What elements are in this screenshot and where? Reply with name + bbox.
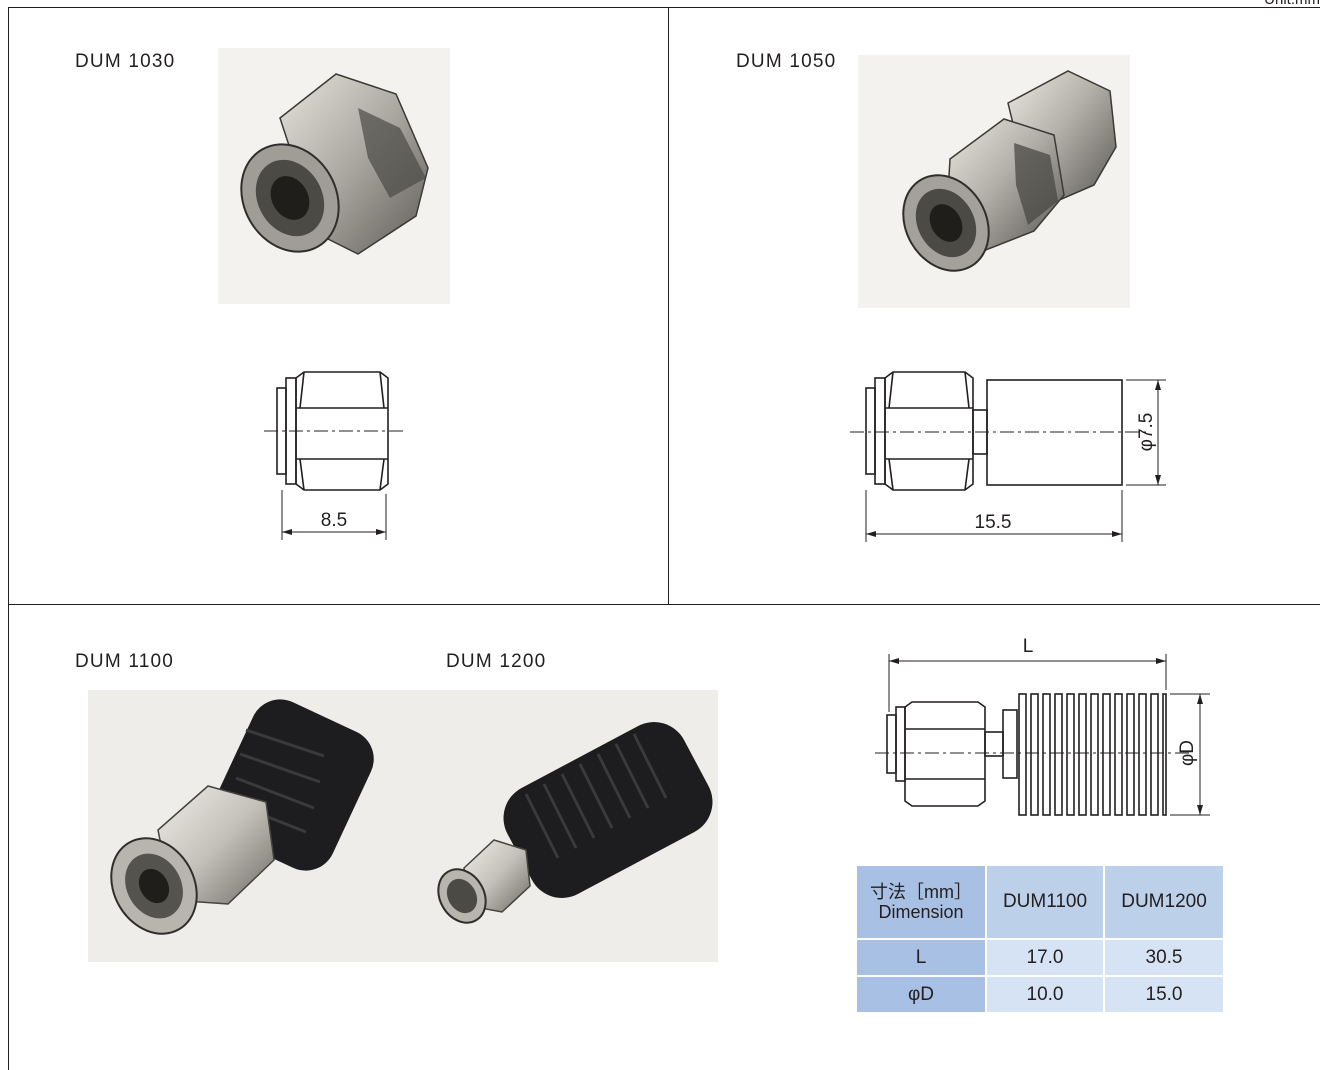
cell-dum1200-length: 30.5: [1103, 938, 1225, 977]
dum1050-photo: [858, 55, 1130, 308]
dum1030-length-dim: 8.5: [321, 510, 347, 531]
length-symbol: L: [1023, 636, 1034, 657]
dum1050-diameter-dim: φ7.5: [1136, 413, 1157, 452]
dum1200-photo: [408, 690, 718, 962]
unit-label: Unit:mm: [1264, 0, 1320, 8]
row-label-diameter: φD: [855, 975, 987, 1014]
cell-dum1100-diameter: 10.0: [984, 975, 1106, 1014]
dum1030-photo: [218, 48, 450, 304]
dimension-table-header-row: 寸法［mm］ Dimension DUM1100 DUM1200: [855, 864, 1225, 940]
dimension-header-jp: 寸法［mm］: [870, 882, 972, 902]
row-label-length: L: [855, 938, 987, 977]
finned-drawing: L φD: [875, 636, 1210, 816]
column-header-dum1200: DUM1200: [1103, 864, 1225, 940]
frame-left-border: [8, 7, 9, 1070]
dimension-header-cell: 寸法［mm］ Dimension: [855, 864, 987, 940]
dimension-table: 寸法［mm］ Dimension DUM1100 DUM1200 L 17.0 …: [855, 864, 1225, 1014]
dimension-header-en: Dimension: [878, 902, 964, 922]
diameter-symbol: φD: [1177, 740, 1198, 766]
dum1200-label: DUM 1200: [446, 651, 547, 672]
frame-middle-divider: [8, 604, 1320, 605]
cell-dum1200-diameter: 15.0: [1103, 975, 1225, 1014]
dum1050-length-dim: 15.5: [975, 512, 1012, 533]
table-row: φD 10.0 15.0: [855, 975, 1225, 1014]
dum1050-label: DUM 1050: [736, 51, 837, 72]
table-row: L 17.0 30.5: [855, 938, 1225, 977]
frame-top-border: [8, 7, 1320, 8]
dum1100-label: DUM 1100: [75, 651, 175, 672]
dum1030-drawing: 8.5: [264, 371, 404, 540]
dum1030-label: DUM 1030: [75, 51, 176, 72]
dum1050-drawing: 15.5 φ7.5: [850, 371, 1166, 542]
frame-center-divider: [668, 7, 669, 605]
heat-fins: [1018, 693, 1167, 816]
dum1100-photo: [88, 690, 408, 962]
column-header-dum1100: DUM1100: [984, 864, 1106, 940]
cell-dum1100-length: 17.0: [984, 938, 1106, 977]
